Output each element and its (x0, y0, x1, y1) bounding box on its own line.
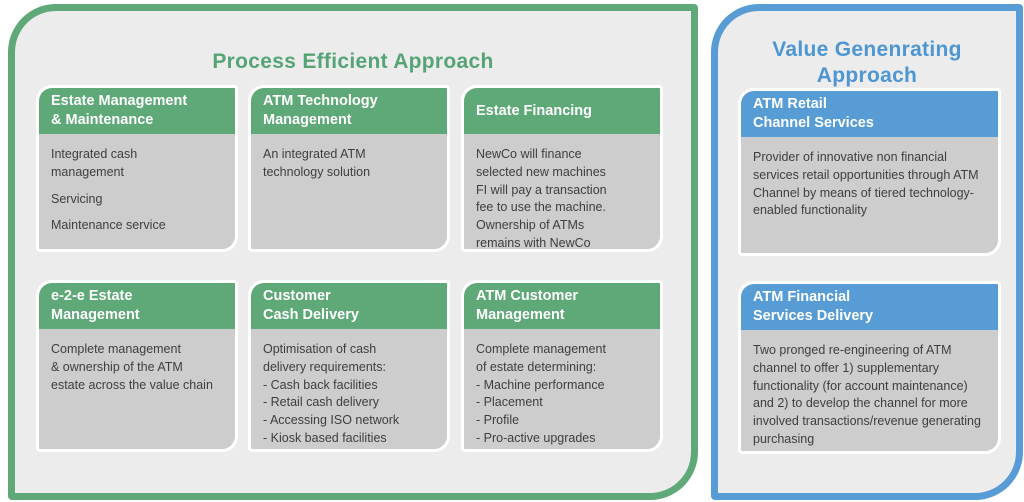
card-header: Estate Management & Maintenance (39, 88, 235, 134)
card-body: Provider of innovative non financial ser… (741, 137, 998, 253)
card-body: NewCo will finance selected new machines… (464, 134, 660, 250)
card-body-text: Optimisation of cash delivery requiremen… (263, 342, 400, 445)
card-body-text: An integrated ATM technology solution (263, 147, 371, 179)
card-body-text: Servicing (51, 191, 103, 206)
card-body: Optimisation of cash delivery requiremen… (251, 329, 447, 449)
card-body-text: Complete management of estate determinin… (476, 342, 606, 445)
process-panel-title: Process Efficient Approach (212, 50, 494, 74)
card-body: Two pronged re-engineering of ATM channe… (741, 330, 998, 451)
card-body: Integrated cash management Servicing Mai… (39, 134, 235, 249)
card-body-text: Integrated cash management (51, 147, 138, 179)
process-efficient-panel: Process Efficient Approach Estate Manage… (8, 4, 698, 500)
card-header: Estate Financing (464, 88, 660, 134)
card-header: ATM Retail Channel Services (741, 91, 998, 137)
card-atm-financial-services-delivery: ATM Financial Services Delivery Two pron… (738, 281, 1001, 454)
card-header: ATM Customer Management (464, 283, 660, 329)
card-body-text: NewCo will finance selected new machines… (476, 147, 607, 250)
value-panel-title: Value Genenrating Approach (772, 38, 962, 88)
card-estate-financing: Estate Financing NewCo will finance sele… (461, 85, 663, 252)
card-body: An integrated ATM technology solution (251, 134, 447, 249)
card-header: ATM Technology Management (251, 88, 447, 134)
card-estate-management-maintenance: Estate Management & Maintenance Integrat… (36, 85, 238, 252)
card-customer-cash-delivery: Customer Cash Delivery Optimisation of c… (248, 280, 450, 452)
card-atm-technology-management: ATM Technology Management An integrated … (248, 85, 450, 252)
card-body-text: Two pronged re-engineering of ATM channe… (753, 343, 981, 446)
card-body-text: Maintenance service (51, 218, 166, 233)
card-e2e-estate-management: e-2-e Estate Management Complete managem… (36, 280, 238, 452)
card-body: Complete management & ownership of the A… (39, 329, 235, 449)
card-body-text: Complete management & ownership of the A… (51, 342, 213, 392)
card-header: e-2-e Estate Management (39, 283, 235, 329)
card-body-text: Provider of innovative non financial ser… (753, 150, 979, 218)
card-atm-retail-channel-services: ATM Retail Channel Services Provider of … (738, 88, 1001, 256)
card-body: Complete management of estate determinin… (464, 329, 660, 449)
card-header: ATM Financial Services Delivery (741, 284, 998, 330)
value-generating-panel: Value Genenrating Approach ATM Retail Ch… (711, 4, 1023, 500)
card-header: Customer Cash Delivery (251, 283, 447, 329)
card-atm-customer-management: ATM Customer Management Complete managem… (461, 280, 663, 452)
